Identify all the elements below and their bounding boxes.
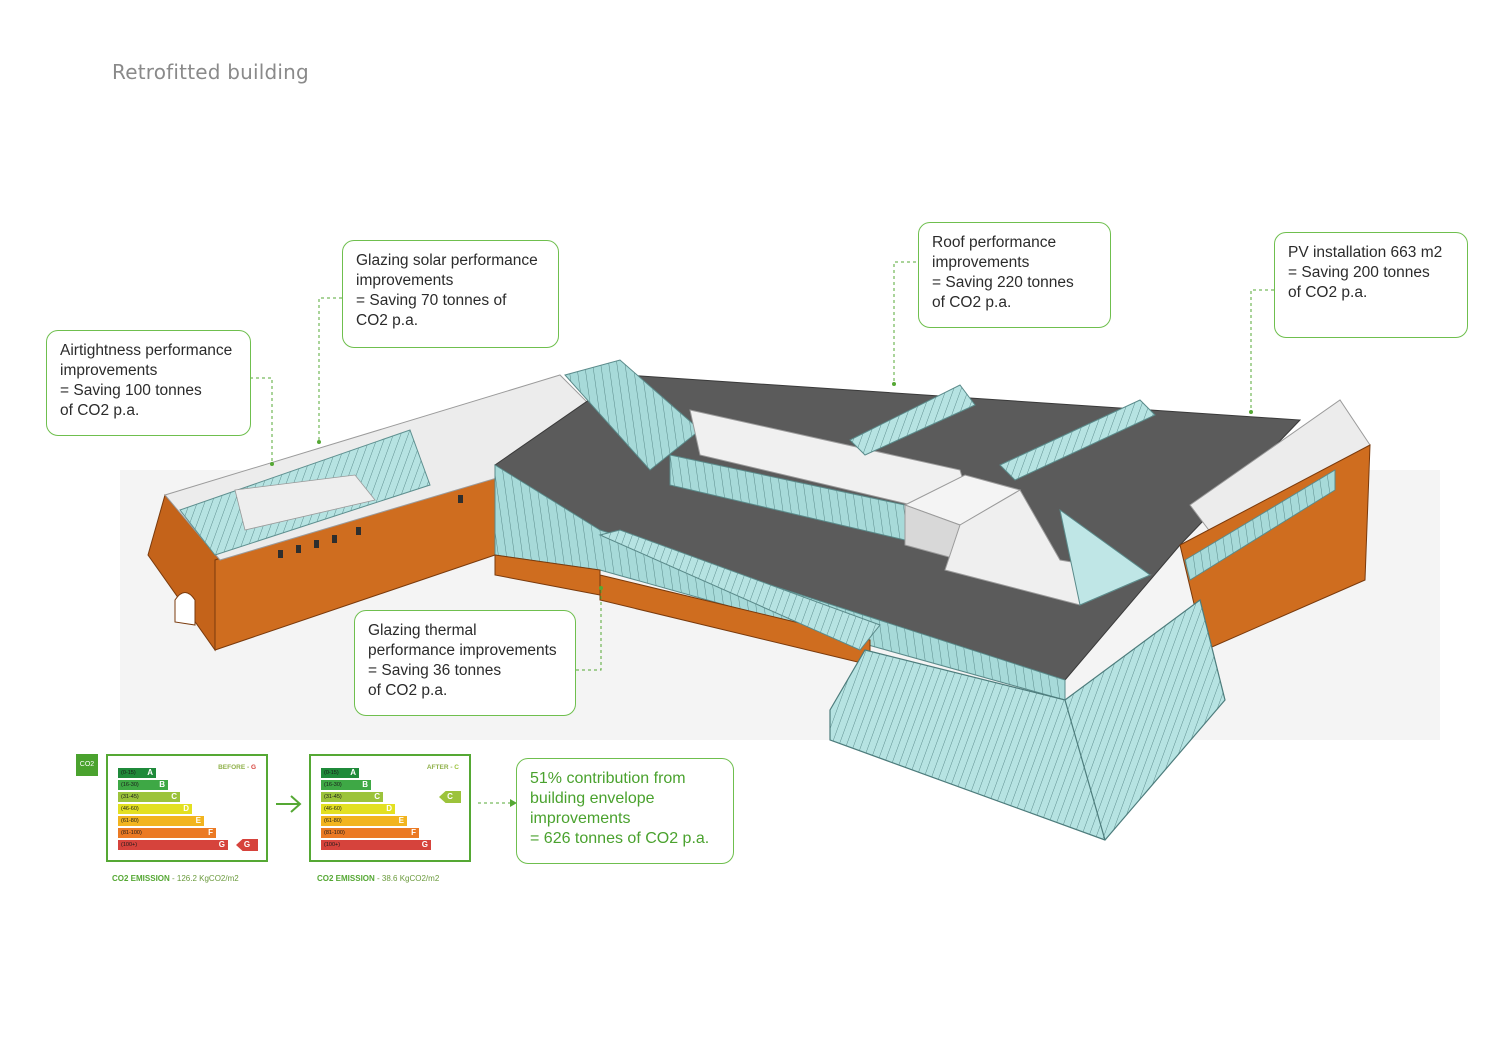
band-g: (100+)G: [118, 840, 228, 850]
label-state: AFTER - C: [426, 764, 459, 771]
band-d: (46-60)D: [118, 804, 192, 814]
band-e: (61-80)E: [118, 816, 204, 826]
band-a: (0-15)A: [118, 768, 156, 778]
band-c: (31-45)C: [321, 792, 383, 802]
band-b: (16-30)B: [321, 780, 371, 790]
band-a: (0-15)A: [321, 768, 359, 778]
band-f: (81-100)F: [321, 828, 419, 838]
label-state: BEFORE - G: [218, 764, 256, 771]
glazing-solar-callout: Glazing solar performance improvements =…: [342, 240, 559, 348]
band-c: (31-45)C: [118, 792, 180, 802]
rating-pointer: C: [439, 791, 461, 803]
co2-caption-before: CO2 EMISSION - 126.2 KgCO2/m2: [112, 874, 239, 883]
roof-callout: Roof performance improvements = Saving 2…: [918, 222, 1111, 328]
co2-caption-after: CO2 EMISSION - 38.6 KgCO2/m2: [317, 874, 440, 883]
band-f: (81-100)F: [118, 828, 216, 838]
band-d: (46-60)D: [321, 804, 395, 814]
arrow-right-icon: [276, 795, 302, 813]
page-title: Retrofitted building: [112, 60, 309, 84]
energy-label-before: BEFORE - G (0-15)A (16-30)B (31-45)C (46…: [106, 754, 268, 862]
glazing-thermal-callout: Glazing thermal performance improvements…: [354, 610, 576, 716]
glazed-corridor: [598, 529, 881, 651]
band-g: (100+)G: [321, 840, 431, 850]
co2-badge-icon: CO2: [76, 754, 98, 776]
band-b: (16-30)B: [118, 780, 168, 790]
energy-label-after: AFTER - C (0-15)A (16-30)B (31-45)C (46-…: [309, 754, 471, 862]
airtightness-callout: Airtightness performance improvements = …: [46, 330, 251, 436]
rating-pointer: G: [236, 839, 258, 851]
pv-callout: PV installation 663 m2 = Saving 200 tonn…: [1274, 232, 1468, 338]
band-e: (61-80)E: [321, 816, 407, 826]
atrium-glazing: [829, 598, 1226, 841]
summary-callout: 51% contribution from building envelope …: [516, 758, 734, 864]
